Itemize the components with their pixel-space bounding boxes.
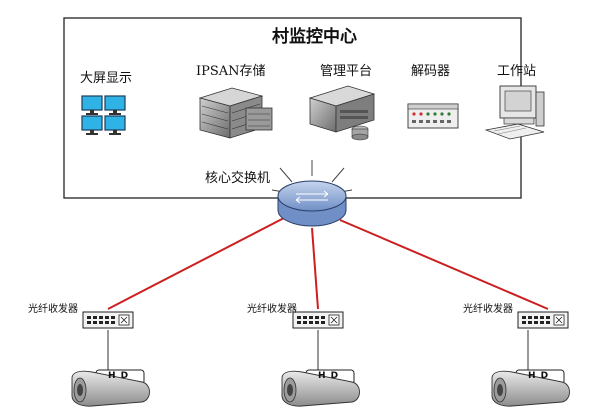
camera-label-middle: H D	[318, 371, 340, 381]
device-label-screen: 大屏显示	[80, 71, 133, 86]
camera-icon-right	[491, 369, 570, 407]
camera-label-right: H D	[528, 371, 550, 381]
transceiver-icon-right	[517, 311, 569, 329]
fiber-link-left	[107, 217, 285, 310]
core-switch-icon	[271, 160, 353, 227]
computer-icon	[484, 85, 545, 140]
core-switch-label: 核心交换机	[205, 171, 271, 186]
transceiver-label-right: 光纤收发器	[463, 304, 513, 315]
server-icon	[308, 85, 376, 141]
fiber-links	[107, 217, 549, 310]
camera-icon-left	[71, 369, 150, 407]
transceiver-icon-left	[82, 311, 134, 329]
camera-icon-middle	[281, 369, 360, 407]
transceiver-label-middle: 光纤收发器	[247, 304, 297, 315]
device-label-decoder: 解码器	[411, 64, 451, 79]
center-title: 村监控中心	[272, 27, 357, 47]
fiber-link-right	[339, 219, 549, 310]
device-label-platform: 管理平台	[320, 64, 373, 79]
transceiver-icon-middle	[292, 311, 344, 329]
decoder-icon	[407, 103, 459, 129]
camera-cables	[107, 330, 529, 372]
storage-server-icon	[198, 87, 273, 139]
device-label-workstation: 工作站	[497, 64, 537, 79]
fiber-link-middle	[311, 227, 319, 310]
device-label-ipsan: IPSAN存储	[196, 64, 266, 79]
transceiver-label-left: 光纤收发器	[28, 304, 78, 315]
camera-label-left: H D	[108, 371, 130, 381]
monitor-wall-icon	[81, 95, 126, 135]
